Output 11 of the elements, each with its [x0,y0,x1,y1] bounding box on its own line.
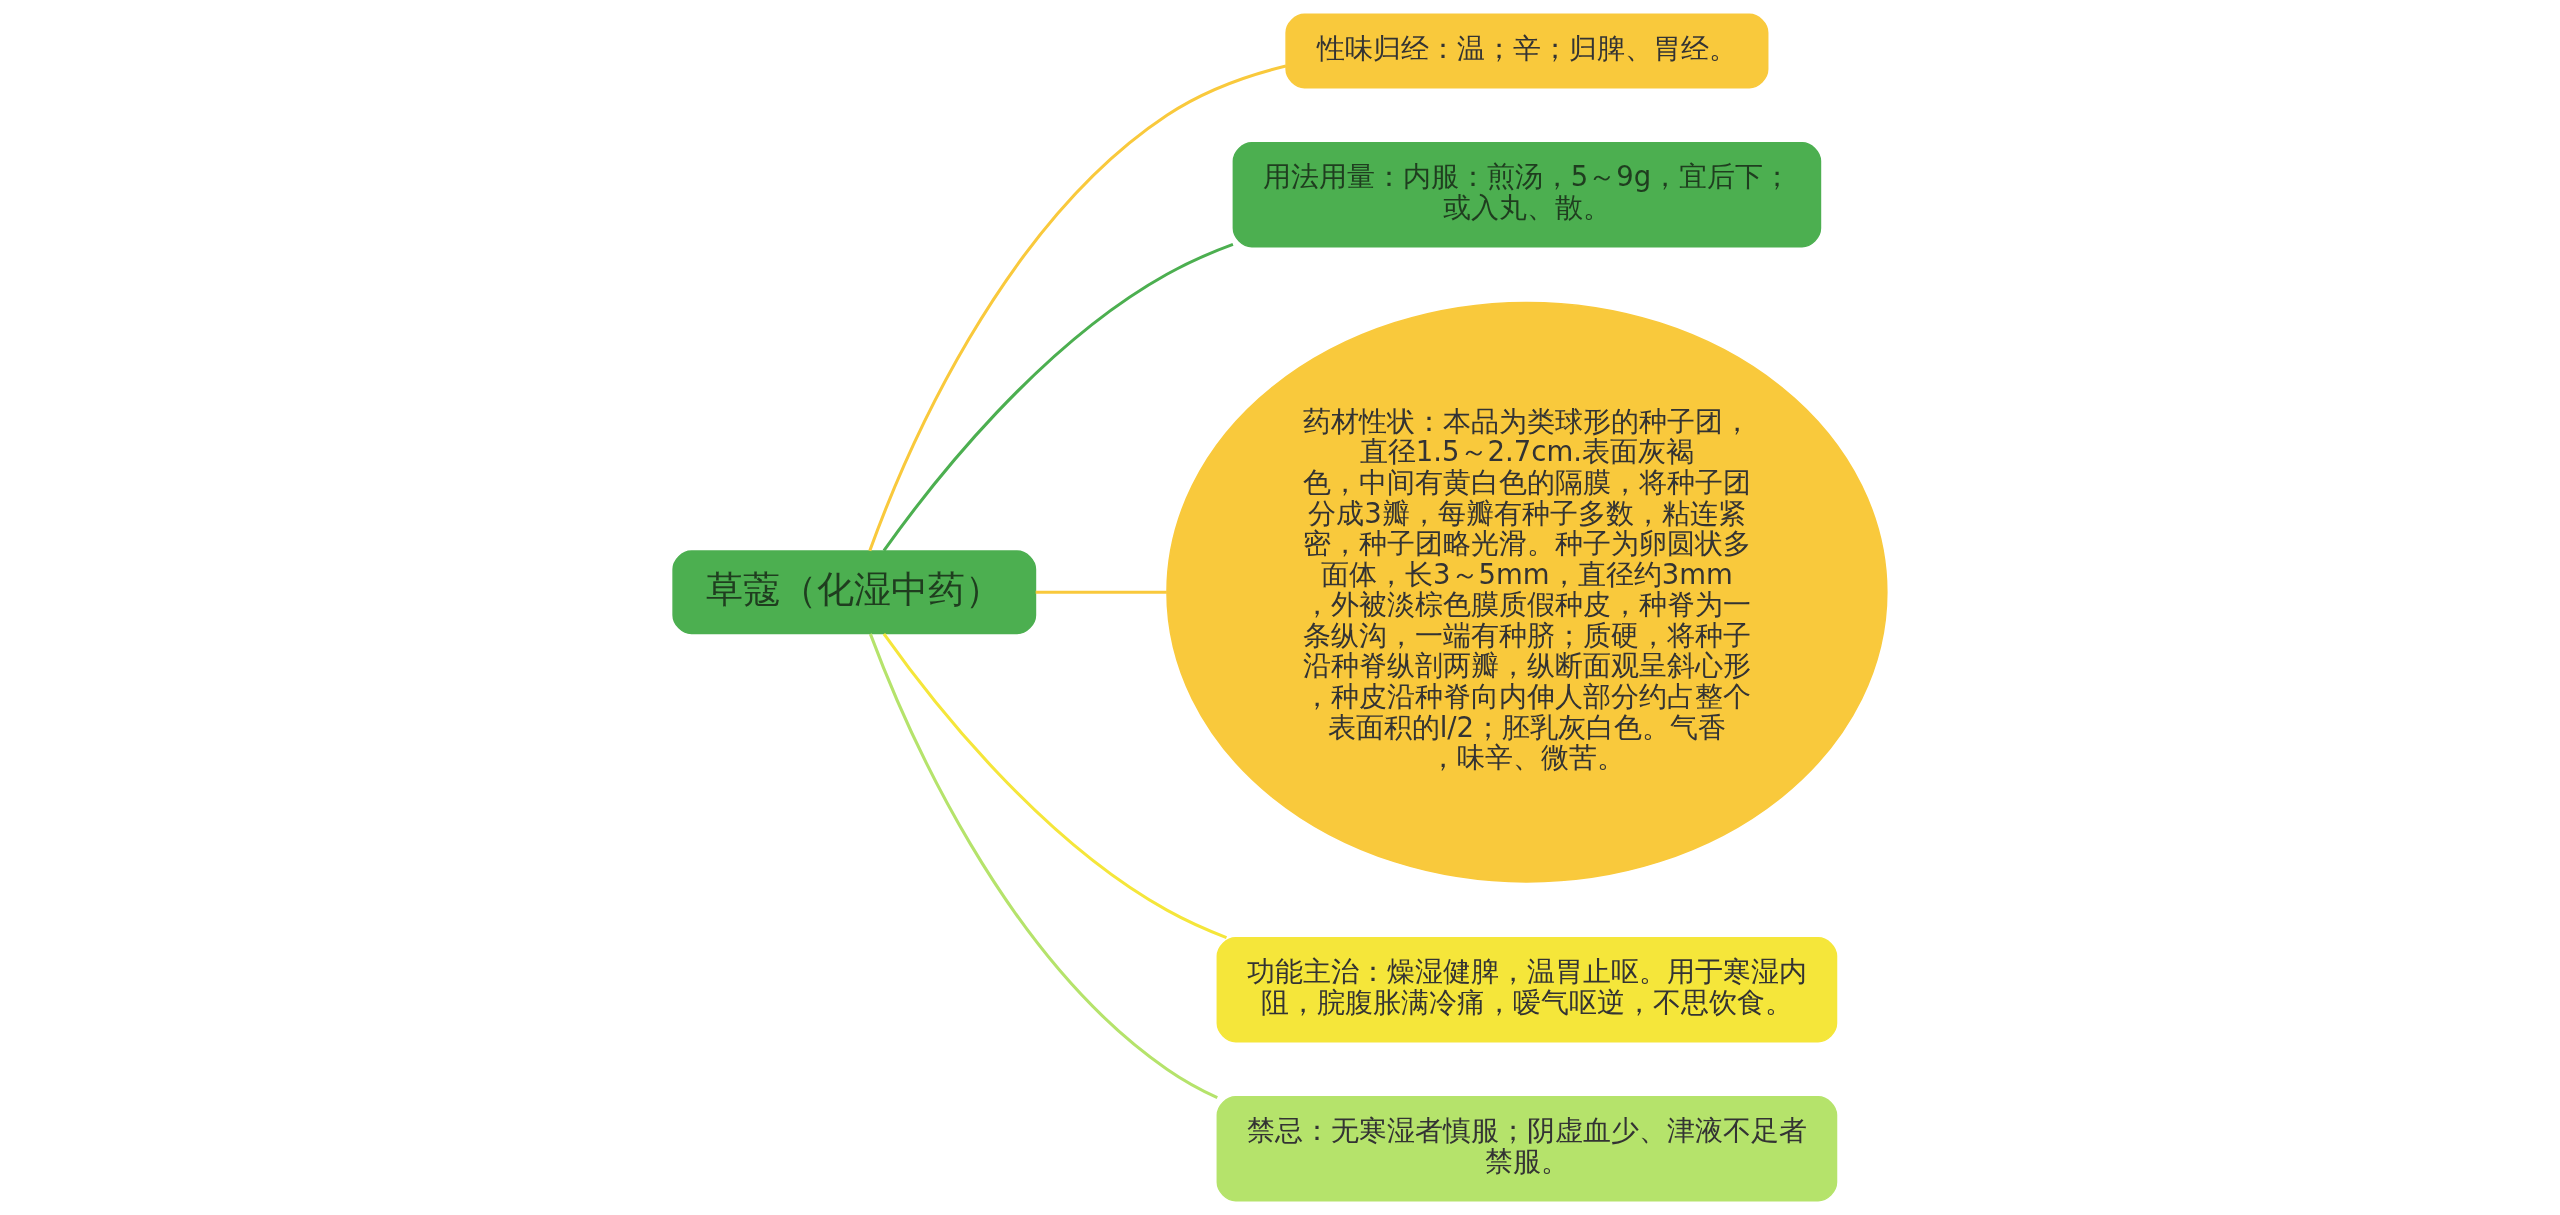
node-ellipse: 药材性状：本品为类球形的种子团，直径1.5～2.7cm.表面灰褐色，中间有黄白色的隔膜，将种子团分成3瓣，每瓣有种子多数，粘连紧密，种子团略光滑。种子为卵圆状多面体，长3～5mm，直径约3mm，外被淡棕色膜质假种皮，种脊为一条纵沟，一端有种脐；质硬，将种子沿种脊纵剖两瓣，纵断面观呈斜心形，种皮沿种脊向内伸人部分约占整个表面积的l/2；胚乳灰白色。气香，味辛、微苦。 [1166,301,1888,883]
connector [868,633,1218,1100]
node-box: 禁忌：无寒湿者慎服；阴虚血少、津液不足者禁服。 [1216,1095,1838,1202]
node-box: 功能主治：燥湿健脾，温胃止呕。用于寒湿内阻，脘腹胀满冷痛，嗳气呕逆，不思饮食。 [1216,936,1838,1043]
connector [882,632,1228,940]
node-box: 草蔻（化湿中药） [672,550,1037,635]
connector [1035,590,1167,594]
node-box: 用法用量：内服：煎汤，5～9g，宜后下；或入丸、散。 [1232,141,1822,248]
connector [868,64,1287,552]
connector [882,242,1234,552]
node-box: 性味归经：温；辛；归脾、胃经。 [1285,13,1769,89]
